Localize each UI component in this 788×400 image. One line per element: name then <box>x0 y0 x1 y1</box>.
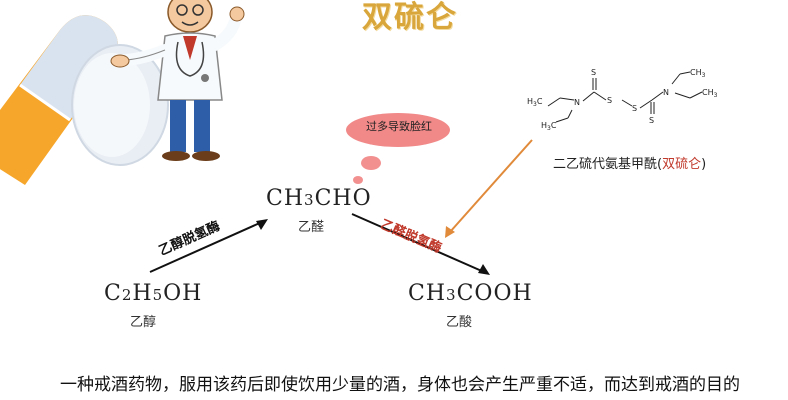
acetic-acid-formula: CH3COOH <box>408 281 533 306</box>
molecule-name-highlight: 双硫仑 <box>662 157 702 172</box>
atom-ch3-right: CH <box>702 88 714 97</box>
thought-bubble <box>346 113 450 184</box>
atom-ch3-top: CH <box>690 68 702 77</box>
atom-s-top-left: S <box>591 68 596 77</box>
atom-h3c-left: H <box>527 97 533 106</box>
acetic-acid-name: 乙酸 <box>446 315 473 330</box>
atom-n-right: N <box>663 88 669 97</box>
atom-sub3: 3 <box>533 101 537 108</box>
molecule-name-prefix: 二乙硫代氨基甲酰( <box>553 157 663 172</box>
tablet-icon <box>71 44 169 166</box>
ethanol-formula: C2H5OH <box>104 281 203 306</box>
atom-h3c-bottom: H <box>541 121 547 130</box>
atom-s-bridge-1: S <box>607 96 612 105</box>
acetaldehyde-name: 乙醛 <box>298 220 325 235</box>
atom-c: C <box>551 121 557 130</box>
reaction-arrow-2 <box>351 213 490 275</box>
page-title: 双硫仑 <box>362 0 458 35</box>
atom-n-left: N <box>574 98 580 107</box>
inhibition-arrow <box>445 139 533 238</box>
caption: 一种戒酒药物，服用该药后即使饮用少量的酒，身体也会产生严重不适，而达到戒酒的目的 <box>60 375 740 395</box>
svg-text:CH3: CH3 <box>702 88 718 99</box>
atom-sub3: 3 <box>547 125 551 132</box>
molecule-name: 二乙硫代氨基甲酰(双硫仑) <box>553 153 706 172</box>
atom-s-bottom-right: S <box>649 116 654 125</box>
bubble-text: 过多导致脸红 <box>366 120 432 133</box>
molecule-name-suffix: ) <box>701 157 707 172</box>
doctor-icon <box>110 0 245 161</box>
svg-text:H3C: H3C <box>527 97 543 108</box>
atom-sub3: 3 <box>702 72 706 79</box>
atom-s-bridge-2: S <box>632 104 637 113</box>
svg-text:CH3: CH3 <box>690 68 706 79</box>
acetaldehyde-formula: CH3CHO <box>266 186 372 211</box>
ethanol-name: 乙醇 <box>130 315 157 330</box>
disulfiram-structure <box>547 71 703 123</box>
reaction-arrow-1 <box>149 219 268 273</box>
capsule-icon <box>0 15 118 185</box>
svg-text:H3C: H3C <box>541 121 557 132</box>
atom-sub3: 3 <box>714 92 718 99</box>
atom-c: C <box>537 97 543 106</box>
